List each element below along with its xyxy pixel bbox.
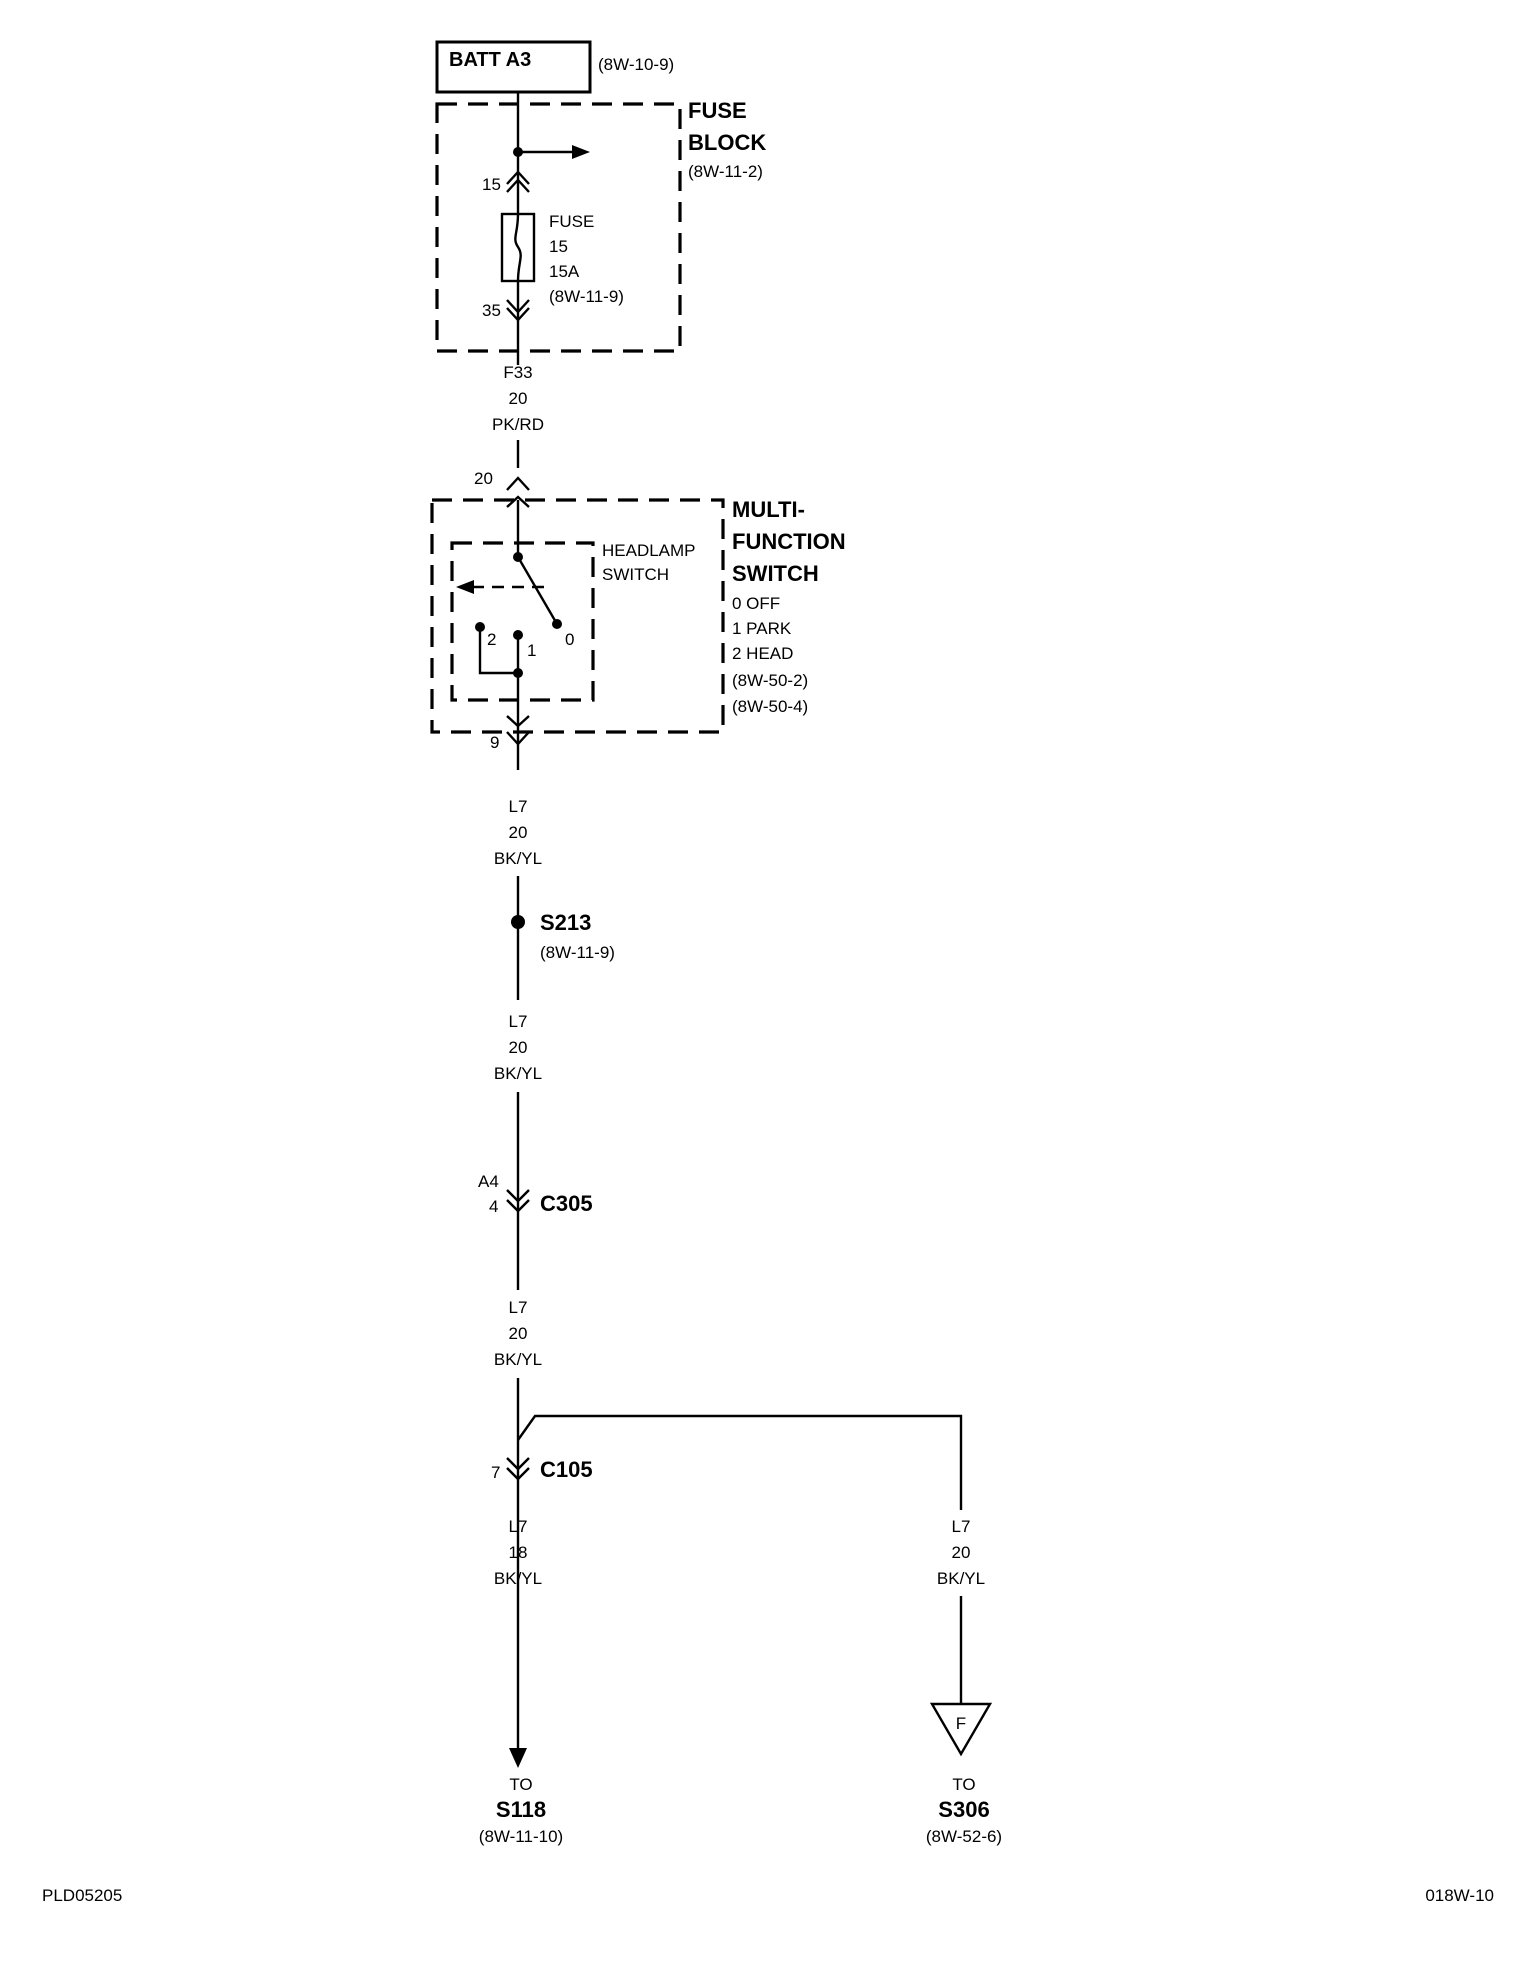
fuse-block-title-1: FUSE bbox=[688, 98, 747, 123]
mfs-ref-2: (8W-50-4) bbox=[732, 697, 808, 716]
mfs-boundary bbox=[430, 498, 725, 734]
wire-l7-a-circuit: L7 bbox=[509, 797, 528, 816]
contact-2-to-1-jumper bbox=[478, 627, 518, 675]
c305-chevron-1 bbox=[506, 1189, 530, 1203]
wire-branch-to-s306 bbox=[517, 1414, 963, 1510]
wire-f33-gauge: 20 bbox=[509, 389, 528, 408]
s118-arrow-head bbox=[509, 1748, 527, 1768]
wire-l7-d-circuit: L7 bbox=[509, 1517, 528, 1536]
pin-35-chevron-2 bbox=[506, 307, 530, 322]
c305-pin-top: A4 bbox=[478, 1172, 499, 1191]
s118-to: TO bbox=[509, 1775, 532, 1794]
headlamp-label-1: HEADLAMP bbox=[602, 541, 696, 560]
c305-pin-bottom: 4 bbox=[489, 1197, 498, 1216]
fuse-pin-out: 35 bbox=[482, 301, 501, 320]
wire-l7-d-color: BK/YL bbox=[494, 1569, 542, 1588]
s306-flag-letter: F bbox=[956, 1714, 966, 1733]
wire-l7-e-circuit: L7 bbox=[952, 1517, 971, 1536]
wire-f33-color: PK/RD bbox=[492, 415, 544, 434]
contact-0-label: 0 bbox=[565, 630, 574, 649]
fuse-element bbox=[514, 213, 522, 282]
switch-top-chevron bbox=[506, 495, 530, 508]
pin-9-chevron-2 bbox=[506, 731, 530, 746]
mfs-title-1: MULTI- bbox=[732, 497, 805, 522]
fuse-line-3: 15A bbox=[549, 262, 580, 281]
c305-chevron-2 bbox=[506, 1199, 530, 1213]
splice-s213-dot bbox=[511, 915, 525, 929]
switch-blade bbox=[516, 556, 559, 625]
s306-to: TO bbox=[952, 1775, 975, 1794]
c305-label: C305 bbox=[540, 1191, 593, 1216]
splice-s213-ref: (8W-11-9) bbox=[540, 943, 615, 962]
wire-l7-c-circuit: L7 bbox=[509, 1298, 528, 1317]
mfs-position-2: 2 HEAD bbox=[732, 644, 793, 663]
switch-actuator-arrowhead bbox=[456, 580, 474, 594]
s306-label: S306 bbox=[938, 1797, 989, 1822]
footer-right-code: 018W-10 bbox=[1425, 1886, 1494, 1905]
headlamp-switch-boundary bbox=[450, 541, 595, 702]
pin-15-chevron-1 bbox=[506, 170, 530, 185]
fuse-block-ref: (8W-11-2) bbox=[688, 162, 763, 181]
wire-l7-c-gauge: 20 bbox=[509, 1324, 528, 1343]
wire-l7-b-circuit: L7 bbox=[509, 1012, 528, 1031]
battery-label: BATT A3 bbox=[449, 49, 531, 71]
fuse-block-title-2: BLOCK bbox=[688, 130, 766, 155]
headlamp-label-2: SWITCH bbox=[602, 565, 669, 584]
fuse-line-1: FUSE bbox=[549, 212, 594, 231]
c105-chevron-1 bbox=[506, 1457, 530, 1471]
c105-pin: 7 bbox=[491, 1463, 500, 1482]
wire-l7-c-color: BK/YL bbox=[494, 1350, 542, 1369]
fuse-pin-in: 15 bbox=[482, 175, 501, 194]
mfs-position-0: 0 OFF bbox=[732, 594, 780, 613]
wire-l7-e-color: BK/YL bbox=[937, 1569, 985, 1588]
splice-s213-label: S213 bbox=[540, 910, 591, 935]
mfs-position-1: 1 PARK bbox=[732, 619, 792, 638]
footer-left-code: PLD05205 bbox=[42, 1886, 122, 1905]
battery-box bbox=[435, 40, 592, 94]
mfs-title-3: SWITCH bbox=[732, 561, 819, 586]
wire-l7-d-gauge: 18 bbox=[509, 1543, 528, 1562]
fuse-line-2: 15 bbox=[549, 237, 568, 256]
wire-l7-b-color: BK/YL bbox=[494, 1064, 542, 1083]
s306-ref: (8W-52-6) bbox=[926, 1827, 1002, 1846]
s306-flag-triangle bbox=[929, 1702, 993, 1757]
c105-chevron-2 bbox=[506, 1467, 530, 1481]
wire-f33-circuit: F33 bbox=[503, 363, 532, 382]
mfs-pin-in: 20 bbox=[474, 469, 493, 488]
fuse-ref: (8W-11-9) bbox=[549, 287, 624, 306]
mfs-pin-out: 9 bbox=[490, 733, 499, 752]
wire-l7-e-gauge: 20 bbox=[952, 1543, 971, 1562]
s118-label: S118 bbox=[496, 1797, 546, 1822]
wire-l7-a-gauge: 20 bbox=[509, 823, 528, 842]
contact-0-dot bbox=[552, 619, 562, 629]
battery-ref: (8W-10-9) bbox=[598, 55, 674, 74]
s118-ref: (8W-11-10) bbox=[479, 1827, 563, 1846]
fuse-block-boundary bbox=[435, 102, 682, 353]
wire-l7-a-color: BK/YL bbox=[494, 849, 542, 868]
pin-35-chevron-1 bbox=[506, 299, 530, 314]
bus-arrow-head bbox=[572, 145, 590, 159]
contact-1-label: 1 bbox=[527, 641, 536, 660]
pin-20-chevron bbox=[506, 476, 530, 491]
wire-l7-b-gauge: 20 bbox=[509, 1038, 528, 1057]
contact-2-label: 2 bbox=[487, 630, 496, 649]
c105-label: C105 bbox=[540, 1457, 593, 1482]
pin-9-chevron-1 bbox=[506, 715, 530, 728]
switch-output-junction bbox=[513, 668, 523, 678]
mfs-title-2: FUNCTION bbox=[732, 529, 846, 554]
mfs-ref-1: (8W-50-2) bbox=[732, 671, 808, 690]
pin-15-chevron-2 bbox=[506, 178, 530, 193]
